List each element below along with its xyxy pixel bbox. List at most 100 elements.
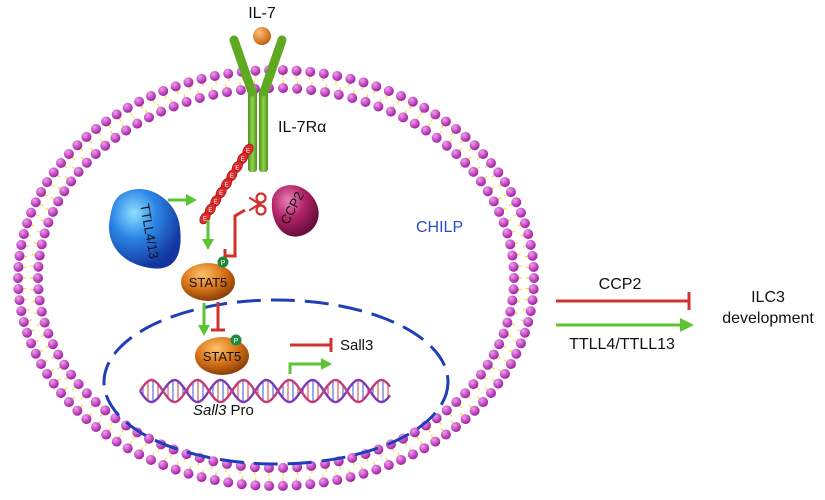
- lipid-head: [73, 379, 84, 390]
- lipid-head: [499, 177, 510, 188]
- lipid-head: [505, 239, 516, 250]
- lipid-head: [13, 261, 24, 272]
- lipid-head: [498, 328, 509, 339]
- lipid-head: [409, 427, 420, 438]
- lipid-head: [494, 339, 505, 350]
- lipid-head: [440, 116, 451, 127]
- lipid-head: [73, 166, 84, 177]
- lipid-head: [396, 454, 407, 465]
- lipid-head: [236, 479, 247, 490]
- lipid-head: [209, 70, 220, 81]
- lipid-head: [441, 405, 452, 416]
- phospho-cyto: P: [217, 256, 229, 268]
- lipid-head: [33, 273, 43, 283]
- lipid-head: [528, 261, 539, 272]
- lipid-head: [469, 140, 480, 151]
- lipid-head: [430, 436, 441, 447]
- lipid-head: [358, 468, 369, 479]
- lipid-head: [499, 368, 510, 379]
- lipid-head: [34, 250, 45, 261]
- lipid-head: [122, 102, 133, 113]
- lipid-head: [181, 96, 192, 107]
- lipid-head: [485, 158, 496, 169]
- lipid-head: [383, 460, 394, 471]
- lipid-head: [460, 131, 471, 142]
- lipid-head: [409, 118, 420, 129]
- lipid-head: [30, 348, 41, 359]
- lipid-head: [407, 449, 418, 460]
- lipid-head: [407, 96, 418, 107]
- lipid-head: [505, 306, 516, 317]
- lipid-head: [158, 460, 169, 471]
- lipid-head: [208, 456, 219, 467]
- lipid-head: [183, 77, 194, 88]
- lipid-head: [430, 109, 441, 120]
- phospho-nuc: P: [230, 334, 242, 346]
- lipid-head: [440, 429, 451, 440]
- lipid-head: [47, 339, 58, 350]
- lipid-head: [81, 131, 92, 142]
- lipid-head: [26, 338, 37, 349]
- lipid-head: [523, 316, 534, 327]
- lipid-head: [59, 186, 70, 197]
- lipid-head: [14, 250, 25, 261]
- lipid-head: [420, 125, 431, 136]
- lipid-head: [468, 166, 479, 177]
- lipid-head: [183, 468, 194, 479]
- lipid-head: [519, 218, 530, 229]
- lipid-head: [42, 368, 53, 379]
- lipid-head: [460, 157, 471, 168]
- il7-receptor: [229, 35, 287, 172]
- lipid-head: [511, 197, 522, 208]
- legend-ttll-label: TTLL4/TTLL13: [569, 336, 675, 353]
- lipid-head: [63, 397, 74, 408]
- lipid-head: [13, 273, 23, 283]
- lipid-head: [156, 106, 167, 117]
- lipid-head: [36, 306, 47, 317]
- lipid-head: [53, 349, 64, 360]
- lipid-head: [101, 116, 112, 127]
- lipid-head: [81, 414, 92, 425]
- lipid-head: [451, 397, 462, 408]
- il7-label: IL-7: [248, 5, 276, 22]
- lipid-head: [81, 157, 92, 168]
- lipid-head: [332, 475, 343, 486]
- activation-arrow-to-stat5: [202, 220, 214, 250]
- lipid-head: [291, 480, 302, 491]
- lipid-head: [278, 462, 289, 473]
- lipid-head: [39, 228, 50, 239]
- lipid-head: [56, 158, 67, 169]
- legend-inhibition-line: [556, 292, 691, 310]
- il7ra-label: IL-7Rα: [278, 119, 326, 136]
- lipid-head: [53, 196, 64, 207]
- lipid-head: [488, 196, 499, 207]
- lipid-head: [91, 422, 102, 433]
- ccp2-enzyme: [271, 185, 319, 237]
- lipid-head: [33, 261, 44, 272]
- scissors-icon: [248, 192, 267, 216]
- glutamate-label: E: [246, 149, 250, 155]
- lipid-head: [110, 132, 121, 143]
- lipid-head: [469, 405, 480, 416]
- lipid-head: [111, 436, 122, 447]
- lipid-head: [209, 475, 220, 486]
- cell-membrane: [13, 65, 539, 491]
- lipid-head: [441, 140, 452, 151]
- lipid-head: [475, 176, 486, 187]
- lipid-head: [132, 118, 143, 129]
- lipid-head: [194, 93, 205, 104]
- lipid-head: [250, 480, 261, 491]
- lipid-head: [196, 472, 207, 483]
- lipid-head: [235, 85, 246, 96]
- lipid-head: [122, 443, 133, 454]
- lipid-head: [345, 73, 356, 84]
- stat5-cytoplasmic: STAT5: [181, 263, 235, 301]
- lipid-head: [306, 85, 317, 96]
- lipid-head: [158, 85, 169, 96]
- lipid-head: [358, 77, 369, 88]
- lipid-head: [134, 449, 145, 460]
- lipid-head: [345, 472, 356, 483]
- lipid-head: [145, 454, 156, 465]
- lipid-head: [396, 91, 407, 102]
